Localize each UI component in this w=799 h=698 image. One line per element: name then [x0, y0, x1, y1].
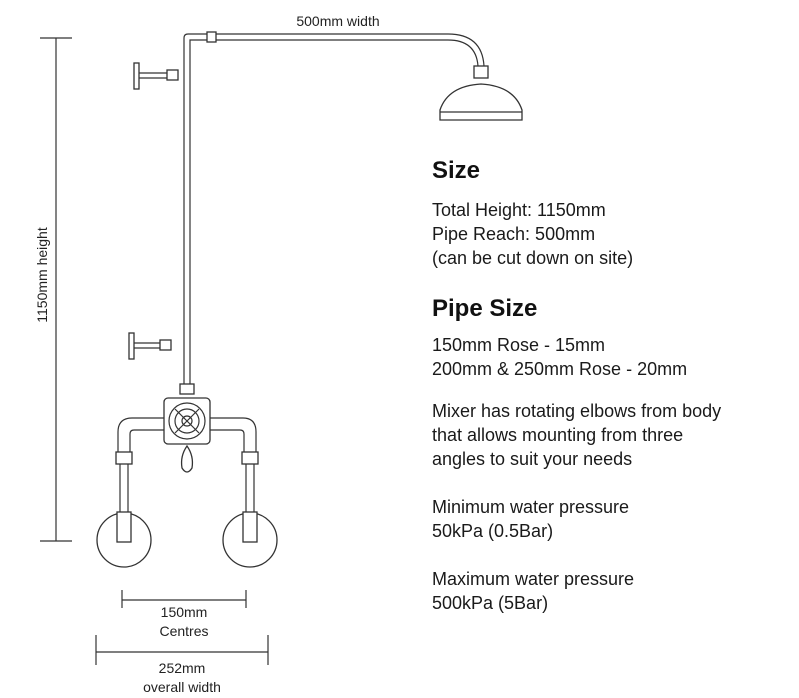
min-pressure-line: Minimum water pressure [432, 497, 630, 517]
min-pressure-line: 50kPa (0.5Bar) [432, 521, 554, 541]
shower-arm [216, 33, 489, 79]
max-pressure-block: Maximum water pressure 500kPa (5Bar) [432, 567, 792, 615]
overall-label-value: 252mm [159, 660, 206, 676]
left-elbow [96, 417, 164, 568]
max-pressure-line: 500kPa (5Bar) [432, 593, 549, 613]
size-block: Total Height: 1150mm Pipe Reach: 500mm (… [432, 198, 792, 270]
height-dimension: 1150mm height [34, 37, 72, 542]
mixer-line: angles to suit your needs [432, 449, 633, 469]
centres-dimension: 150mm Centres [121, 590, 247, 639]
overall-width-dimension: 252mm overall width [95, 635, 269, 695]
mixer-valve [163, 383, 211, 473]
size-line: Total Height: 1150mm [432, 200, 606, 220]
size-heading: Size [432, 157, 481, 184]
pipe-line: 200mm & 250mm Rose - 20mm [432, 359, 688, 379]
mixer-line: that allows mounting from three [432, 425, 684, 445]
height-label: 1150mm height [34, 227, 50, 323]
centres-label-text: Centres [159, 623, 208, 639]
upper-bracket [133, 62, 179, 90]
spec-panel: Size Total Height: 1150mm Pipe Reach: 50… [432, 156, 792, 615]
riser-pipe [183, 31, 217, 385]
shower-rose [439, 83, 523, 121]
pipe-size-heading: Pipe Size [432, 295, 538, 322]
width-label: 500mm width [296, 13, 379, 29]
size-line: (can be cut down on site) [432, 248, 634, 268]
min-pressure-block: Minimum water pressure 50kPa (0.5Bar) [432, 495, 792, 543]
mixer-line: Mixer has rotating elbows from body [432, 401, 722, 421]
pipe-size-block: 150mm Rose - 15mm 200mm & 250mm Rose - 2… [432, 333, 792, 381]
max-pressure-line: Maximum water pressure [432, 569, 635, 589]
overall-label-text: overall width [143, 679, 221, 695]
pipe-line: 150mm Rose - 15mm [432, 335, 606, 355]
right-elbow [210, 417, 278, 568]
size-line: Pipe Reach: 500mm [432, 224, 596, 244]
lower-bracket [128, 332, 172, 360]
centres-label-value: 150mm [161, 604, 208, 620]
mixer-block: Mixer has rotating elbows from body that… [432, 399, 792, 471]
